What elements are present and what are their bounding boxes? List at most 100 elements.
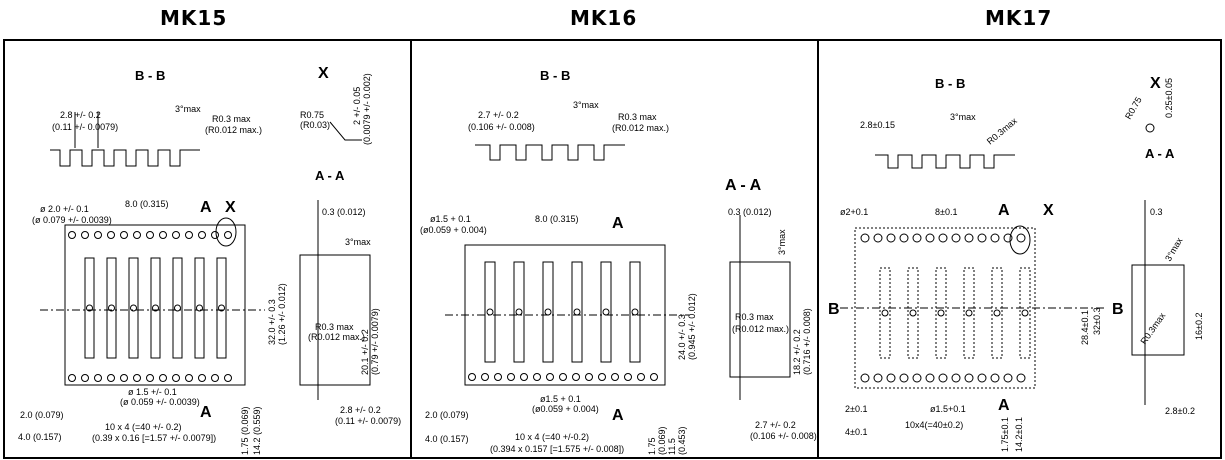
mk17-detail-x: X bbox=[1150, 75, 1161, 92]
mk15-drawing: B - B X A - A 2.8 +/- 0.2 (0.11 +/- 0.00… bbox=[18, 65, 401, 455]
frame-border bbox=[3, 39, 1222, 459]
mk15-aa-outline bbox=[299, 254, 371, 386]
sprocket-hole bbox=[120, 374, 128, 382]
mk15-rad2-in: (R0.012 max.) bbox=[308, 332, 365, 342]
sprocket-hole bbox=[146, 231, 154, 239]
mk15-thk: 0.3 (0.012) bbox=[322, 207, 366, 217]
mk15-hole2: ø 1.5 +/- 0.1 bbox=[128, 387, 177, 397]
mk16-sprocket: 4.0 (0.157) bbox=[425, 434, 469, 444]
mk16-pitch8: 8.0 (0.315) bbox=[535, 214, 579, 224]
mk16-section-bb: B - B bbox=[540, 68, 570, 83]
sprocket-hole bbox=[873, 373, 883, 383]
mk16-width-in: (0.945 +/- 0.012) bbox=[687, 293, 697, 360]
sprocket-hole bbox=[912, 373, 922, 383]
sprocket-hole bbox=[990, 373, 1000, 383]
pocket-hole bbox=[515, 308, 523, 316]
sprocket-hole bbox=[650, 373, 658, 381]
sprocket-hole bbox=[172, 231, 180, 239]
mk17-mark-b-right: B bbox=[1112, 301, 1124, 318]
mk17-r075: R0.75 bbox=[1123, 95, 1144, 121]
sprocket-hole bbox=[159, 374, 167, 382]
mk15-section-bb: B - B bbox=[135, 68, 165, 83]
mk16-rad2-in: (R0.012 max.) bbox=[732, 324, 789, 334]
mk17-thk: 0.3 bbox=[1150, 207, 1163, 217]
sprocket-hole bbox=[107, 231, 115, 239]
mk17-radius: R0.3max bbox=[985, 115, 1019, 146]
sprocket-hole bbox=[81, 231, 89, 239]
mk17-d142: 14.2±0.1 bbox=[1014, 417, 1024, 452]
mk15-pitch-small-in: (0.11 +/- 0.0079) bbox=[52, 122, 118, 132]
mk16-radius-in: (R0.012 max.) bbox=[612, 123, 669, 133]
mk16-cum: 10 x 4 (=40 +/-0.2) bbox=[515, 432, 589, 442]
mk16-d175: 1.75 bbox=[647, 437, 657, 455]
mk16-bb-profile bbox=[475, 144, 625, 161]
mk17-sprocket: 4±0.1 bbox=[845, 427, 867, 437]
sprocket-hole bbox=[886, 233, 896, 243]
mk16-angle: 3°max bbox=[573, 100, 599, 110]
mk15-inner-in: (0.79 +/- 0.0079) bbox=[370, 308, 380, 375]
sprocket-hole bbox=[68, 374, 76, 382]
mk16-inner-in: (0.716 +/- 0.008) bbox=[802, 308, 812, 375]
mk15-radius: R0.3 max bbox=[212, 114, 251, 124]
mk16-hole-d: ø1.5 + 0.1 bbox=[430, 214, 471, 224]
mk16-depth-in: (0.106 +/- 0.008) bbox=[750, 431, 817, 441]
mk17-pitch-small: 2.8±0.15 bbox=[860, 120, 895, 130]
sprocket-hole bbox=[224, 231, 232, 239]
pocket-hole bbox=[86, 304, 93, 312]
sprocket-hole bbox=[81, 374, 89, 382]
pocket-hole bbox=[108, 304, 115, 312]
mk16-depth: 2.7 +/- 0.2 bbox=[755, 420, 796, 430]
component-pocket bbox=[571, 261, 583, 363]
sprocket-hole bbox=[598, 373, 606, 381]
mk15-pitch8: 8.0 (0.315) bbox=[125, 199, 169, 209]
component-pocket bbox=[542, 261, 554, 363]
sprocket-hole bbox=[172, 374, 180, 382]
mk16-angle2: 3°max bbox=[777, 229, 787, 255]
sprocket-hole bbox=[1016, 373, 1026, 383]
mk15-hole-d-in: (ø 0.079 +/- 0.0039) bbox=[32, 215, 112, 225]
mk17-inner: 16±0.2 bbox=[1194, 313, 1204, 340]
mk16-inner: 18.2 +/- 0.2 bbox=[792, 329, 802, 375]
mk15-mark-a-bottom: A bbox=[200, 404, 212, 421]
pocket-hole bbox=[196, 304, 203, 312]
mk15-cum-in: (0.39 x 0.16 [=1.57 +/- 0.0079]) bbox=[92, 433, 216, 443]
sprocket-hole bbox=[533, 373, 541, 381]
sprocket-hole bbox=[1003, 373, 1013, 383]
mk15-width: 32.0 +/- 0.3 bbox=[267, 299, 277, 345]
sprocket-hole bbox=[546, 373, 554, 381]
sprocket-hole bbox=[198, 231, 206, 239]
sprocket-hole bbox=[224, 374, 232, 382]
pocket-hole bbox=[993, 309, 1001, 317]
pocket-hole bbox=[602, 308, 610, 316]
pocket-hole bbox=[486, 308, 494, 316]
component-pocket bbox=[484, 261, 496, 363]
mk15-sprocket: 4.0 (0.157) bbox=[18, 432, 62, 442]
mk16-aa-outline bbox=[729, 261, 791, 378]
mk17-aa-outline bbox=[1131, 264, 1185, 356]
sprocket-hole bbox=[198, 374, 206, 382]
mk17-rad2: R0.3max bbox=[1138, 311, 1167, 347]
component-pocket bbox=[216, 257, 227, 359]
mk17-d175: 1.75±0.1 bbox=[1000, 417, 1010, 452]
mk15-angle: 3°max bbox=[175, 104, 201, 114]
mk16-hole-d-in: (ø0.059 + 0.004) bbox=[420, 225, 487, 235]
pocket-hole bbox=[130, 304, 137, 312]
sprocket-hole bbox=[520, 373, 528, 381]
pocket-hole bbox=[631, 308, 639, 316]
mk15-detail-x: X bbox=[318, 65, 329, 82]
mk17-plan-x: X bbox=[1043, 202, 1054, 219]
component-pocket bbox=[150, 257, 161, 359]
sprocket-hole bbox=[133, 374, 141, 382]
mk16-radius: R0.3 max bbox=[618, 112, 657, 122]
mk16-cum-in: (0.394 x 0.157 [=1.575 +/- 0.008]) bbox=[490, 444, 624, 454]
sprocket-hole bbox=[94, 231, 102, 239]
sprocket-hole bbox=[133, 231, 141, 239]
sprocket-hole bbox=[938, 373, 948, 383]
sprocket-hole bbox=[585, 373, 593, 381]
mk16-mark-a-top: A bbox=[612, 215, 624, 232]
mk17-width: 28.4±0.1 bbox=[1080, 310, 1090, 345]
mk16-rad2: R0.3 max bbox=[735, 312, 774, 322]
mk16-drawing: B - B A - A 2.7 +/- 0.2 (0.106 +/- 0.008… bbox=[420, 68, 817, 455]
mk15-section-aa: A - A bbox=[315, 168, 345, 183]
